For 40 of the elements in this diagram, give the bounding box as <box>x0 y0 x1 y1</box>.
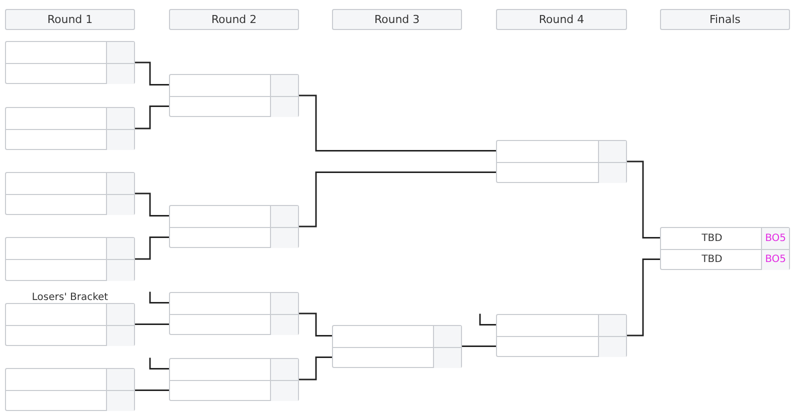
match-box <box>169 292 299 335</box>
round-header: Round 4 <box>496 9 627 30</box>
match-box <box>5 172 135 215</box>
round-header: Round 2 <box>169 9 299 30</box>
bracket-connector <box>462 346 496 347</box>
bracket-connector <box>149 292 169 304</box>
match-box <box>5 303 135 346</box>
round-header: Round 3 <box>332 9 462 30</box>
match-box <box>5 41 135 84</box>
team-name: TBD <box>702 254 722 266</box>
round-header: Round 1 <box>5 9 135 30</box>
match-card <box>660 227 790 270</box>
bracket-connector <box>135 324 169 325</box>
match-box <box>332 325 462 368</box>
team-name: TBD <box>702 232 722 245</box>
bracket-connector <box>627 258 660 336</box>
match-box <box>5 237 135 281</box>
match-box <box>496 314 627 357</box>
round-header: Finals <box>660 9 790 30</box>
match-box <box>5 107 135 150</box>
bracket-connector <box>299 94 496 152</box>
bracket-connector <box>299 312 332 336</box>
bracket-connector <box>135 106 169 130</box>
match-box <box>496 140 627 183</box>
bracket-connector <box>627 160 660 238</box>
best-of-label: BO5 <box>765 254 786 266</box>
bracket-connector <box>135 390 169 391</box>
match-box <box>169 358 299 401</box>
bracket-connector <box>299 356 332 380</box>
bracket-connector <box>479 314 496 326</box>
bracket-connector <box>135 192 169 216</box>
bracket-connector <box>299 172 496 228</box>
bracket-connector <box>135 236 169 260</box>
match-box <box>169 74 299 117</box>
best-of-label: BO5 <box>765 232 786 245</box>
section-label: Losers' Bracket <box>32 292 108 304</box>
bracket-connector <box>135 62 169 86</box>
match-box <box>5 368 135 411</box>
bracket-connector <box>149 358 169 370</box>
match-box <box>169 205 299 248</box>
